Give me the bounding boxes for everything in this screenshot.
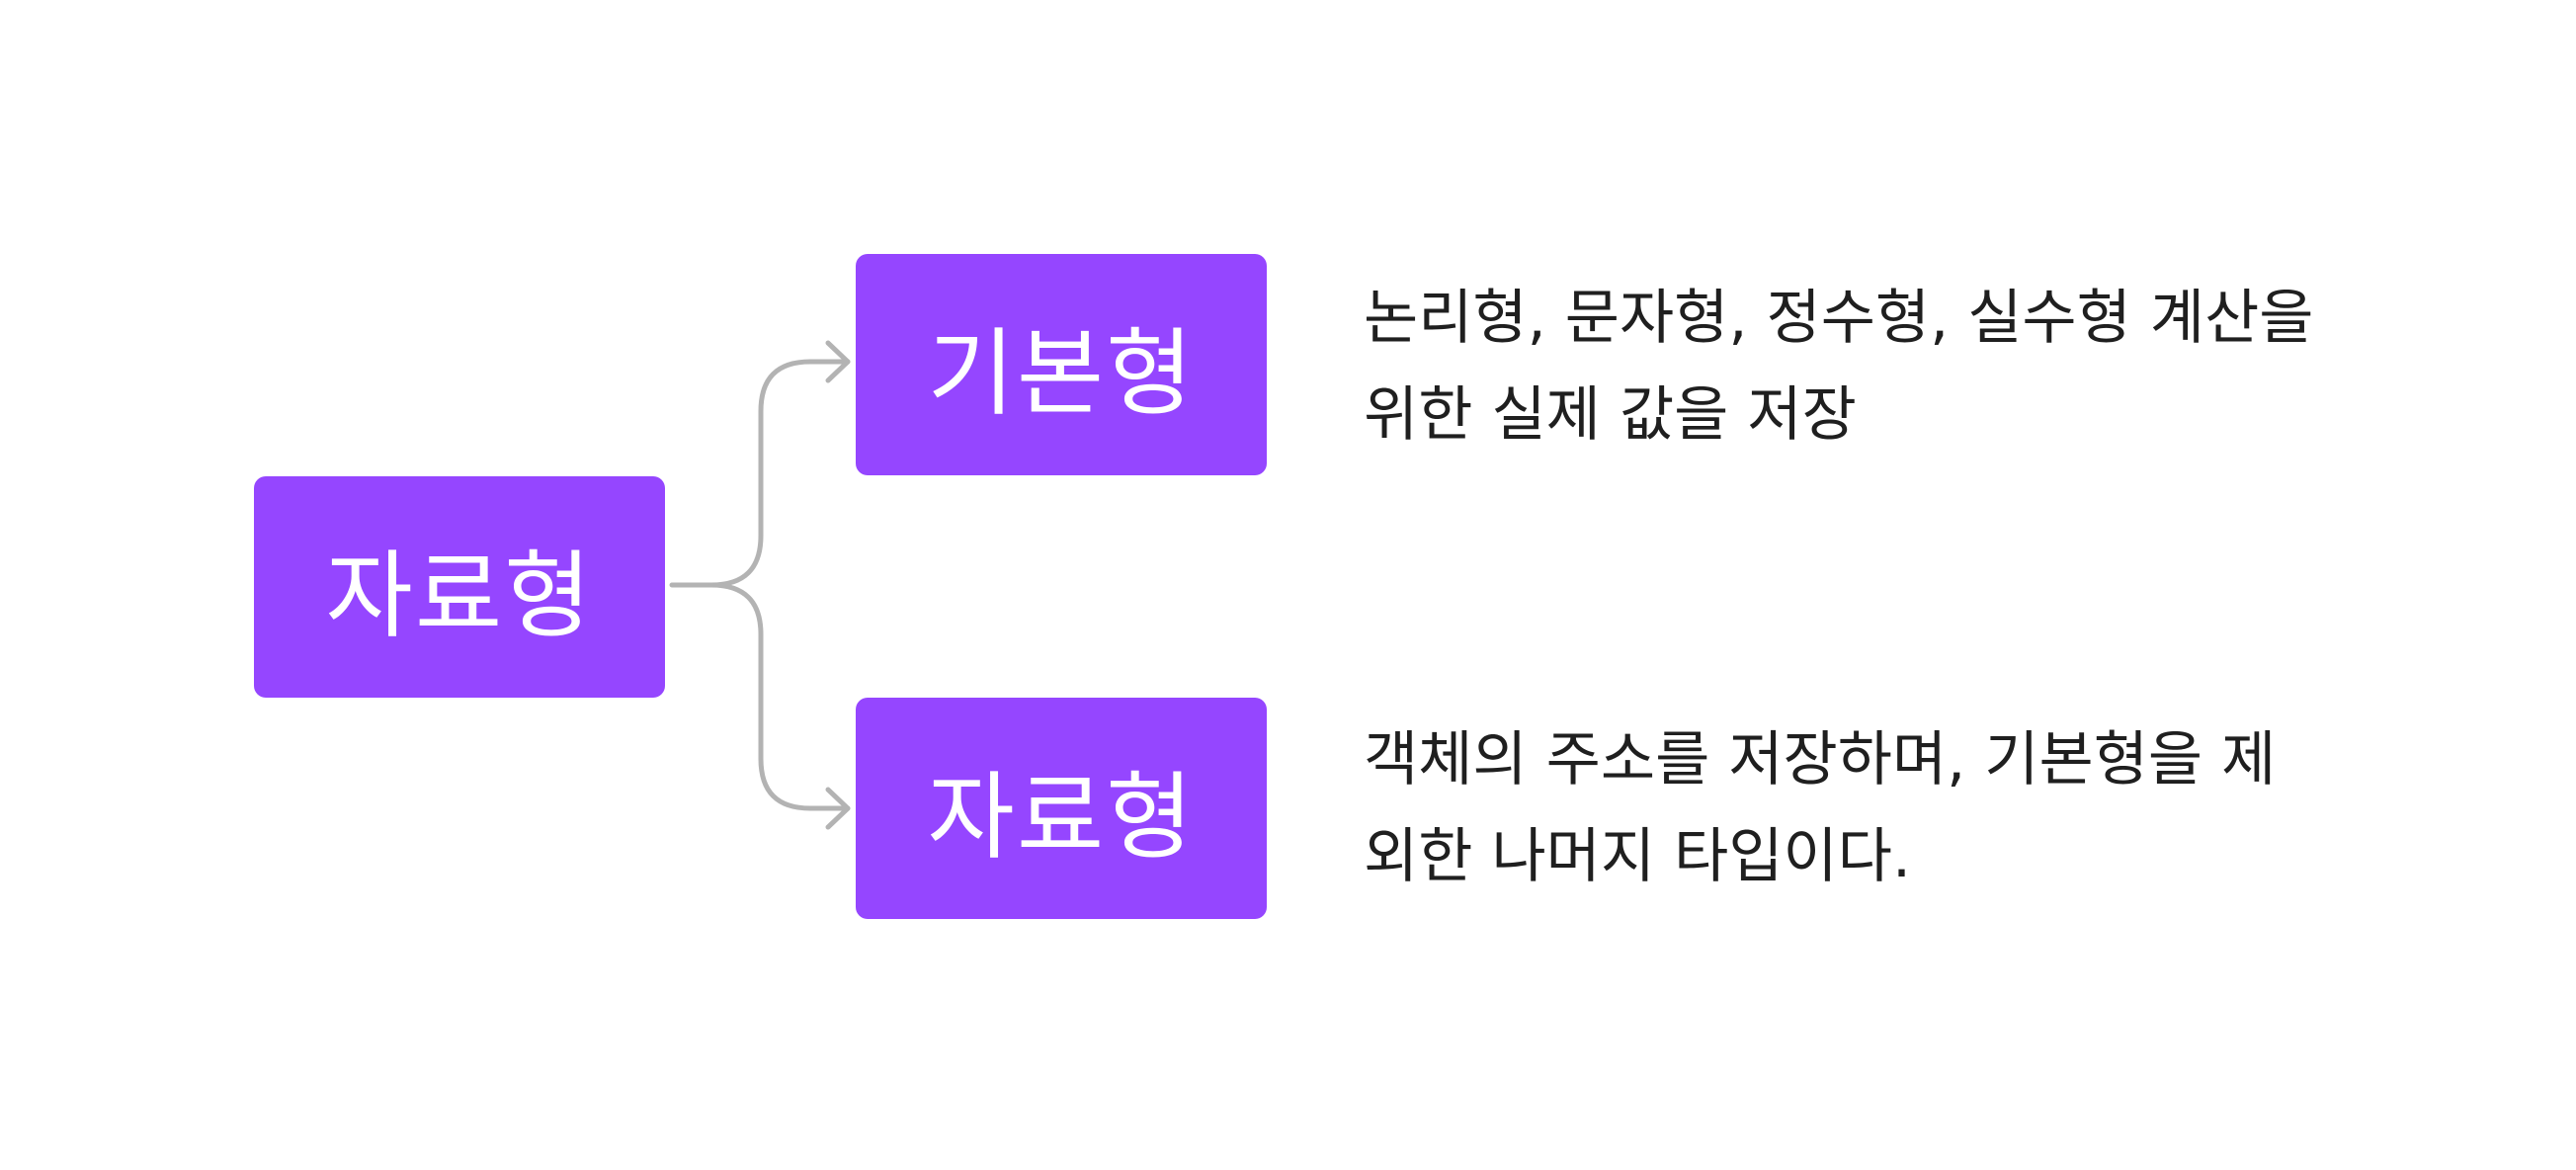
reference-description: 객체의 주소를 저장하며, 기본형을 제 외한 나머지 타입이다. [1364, 711, 2371, 905]
root-node-label: 자료형 [325, 540, 594, 651]
primitive-description: 논리형, 문자형, 정수형, 실수형 계산을 위한 실제 값을 저장 [1364, 270, 2371, 463]
reference-description-line-1: 객체의 주소를 저장하며, 기본형을 제 [1364, 725, 2277, 794]
connector-root-to-primitive [669, 359, 851, 588]
primitive-description-line-1: 논리형, 문자형, 정수형, 실수형 계산을 [1364, 284, 2314, 353]
arrowhead-reference-icon [825, 787, 851, 830]
arrowhead-primitive-icon [825, 340, 851, 383]
primitive-node-label: 기본형 [927, 317, 1196, 429]
connector-root-to-reference [708, 582, 851, 811]
reference-node-label: 자료형 [927, 761, 1196, 873]
root-node-data-type: 자료형 [254, 476, 665, 698]
branch-node-reference-type: 자료형 [856, 698, 1267, 919]
primitive-description-line-2: 위한 실제 값을 저장 [1364, 380, 1857, 450]
reference-description-line-2: 외한 나머지 타입이다. [1364, 822, 1912, 891]
branch-node-primitive-type: 기본형 [856, 254, 1267, 475]
